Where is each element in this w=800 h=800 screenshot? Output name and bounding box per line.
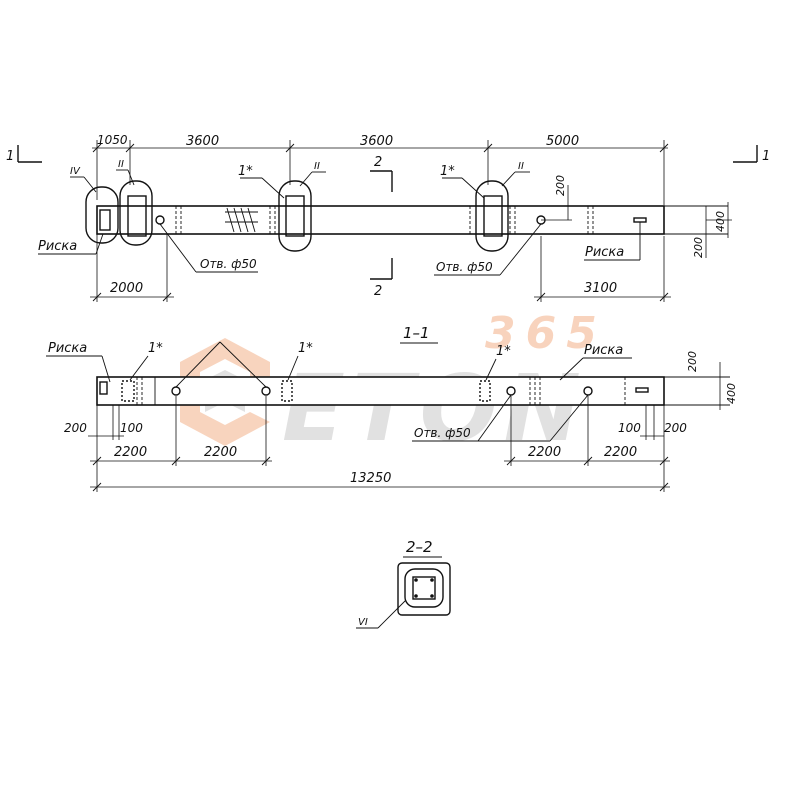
node-label-VI: VI xyxy=(358,617,368,628)
section-mark-1-right: 1 xyxy=(733,145,770,164)
section-2-2-core xyxy=(412,576,436,600)
s11-dim-2200-a: 2200 xyxy=(114,445,147,460)
section-2-2-frame xyxy=(397,562,451,616)
s11-dim-2200-b: 2200 xyxy=(204,445,237,460)
section-mark-2-top: 2 xyxy=(370,155,393,192)
s11-marker-1a: 1* xyxy=(148,341,163,356)
s11-marker-1b: 1* xyxy=(298,341,313,356)
node-label-II-b: II xyxy=(314,161,320,172)
plan-top-dimensions: 1050 3600 3600 5000 xyxy=(92,133,669,205)
dim-1050: 1050 xyxy=(97,133,128,147)
s11-dim-200-right-vert: 200 xyxy=(686,351,699,372)
marker-1b: 1* xyxy=(440,164,455,179)
section-1-1: 1–1 Риска Риска xyxy=(46,324,738,492)
node-label-II-a: II xyxy=(118,159,124,170)
hole-label-plan-left: Отв. ф50 xyxy=(200,257,257,271)
s11-dim-total: 13250 xyxy=(350,471,391,486)
s11-marker-1c: 1* xyxy=(496,344,511,359)
watermark-logo-hexagon xyxy=(180,338,270,446)
marker-1a: 1* xyxy=(238,164,253,179)
section-mark-2-bottom: 2 xyxy=(370,258,393,299)
svg-text:2: 2 xyxy=(374,284,382,299)
dim-3100: 3100 xyxy=(584,281,617,296)
node-oval-II-a xyxy=(119,180,153,246)
dim-2000: 2000 xyxy=(110,281,143,296)
section-1-1-title: 1–1 xyxy=(403,324,430,342)
section-2-2-title: 2–2 xyxy=(406,538,433,556)
section-mark-1-left: 1 xyxy=(6,145,42,164)
s11-dim-200-right: 200 xyxy=(664,421,687,435)
plan-markers: 1* 1* xyxy=(238,164,485,199)
node-label-IV: IV xyxy=(70,166,81,177)
dim-400-plan: 400 xyxy=(714,211,727,232)
dim-200-plan: 200 xyxy=(692,237,705,258)
hole-label-plan-right: Отв. ф50 xyxy=(436,260,493,274)
dim-3600-b: 3600 xyxy=(360,134,393,149)
svg-text:2: 2 xyxy=(374,155,382,170)
dim-3600-a: 3600 xyxy=(186,134,219,149)
svg-text:1: 1 xyxy=(6,149,14,164)
s11-dim-200-left: 200 xyxy=(64,421,87,435)
plan-left-annotations: Риска 2000 Отв. ф50 xyxy=(38,223,258,302)
section-1-1-beam xyxy=(96,376,665,406)
plan-right-annotations: Отв. ф50 3100 Риска 200 400 200 xyxy=(434,175,732,302)
label-risk-plan-right: Риска xyxy=(585,245,624,260)
svg-text:1: 1 xyxy=(762,149,770,164)
s11-dim-2200-c: 2200 xyxy=(528,445,561,460)
watermark-number: 365 xyxy=(485,308,607,359)
dim-200-vert-plan: 200 xyxy=(554,175,567,196)
s11-dim-2200-d: 2200 xyxy=(604,445,637,460)
s11-dim-100-left: 100 xyxy=(120,421,143,435)
s11-dim-400-right-vert: 400 xyxy=(725,383,738,404)
label-risk-plan-left: Риска xyxy=(38,239,77,254)
watermark: 365 ETON xyxy=(180,308,607,462)
s11-hole-label: Отв. ф50 xyxy=(414,426,471,440)
watermark-word: ETON xyxy=(282,355,587,462)
node-label-II-c: II xyxy=(518,161,524,172)
node-oval-II-c xyxy=(475,180,509,252)
section-2-2: 2–2 VI xyxy=(356,538,451,629)
label-risk-s11-left: Риска xyxy=(48,341,87,356)
plan-view: 1 1 2 2 xyxy=(6,133,770,302)
dim-5000: 5000 xyxy=(546,134,579,149)
node-oval-IV xyxy=(85,186,119,244)
plan-node-labels: IV II II II xyxy=(70,159,530,193)
plan-beam xyxy=(85,180,728,252)
section-2-2-outer xyxy=(404,568,444,608)
s11-dim-100-right: 100 xyxy=(618,421,641,435)
label-risk-s11-right: Риска xyxy=(584,343,623,358)
node-oval-II-b xyxy=(278,180,312,252)
